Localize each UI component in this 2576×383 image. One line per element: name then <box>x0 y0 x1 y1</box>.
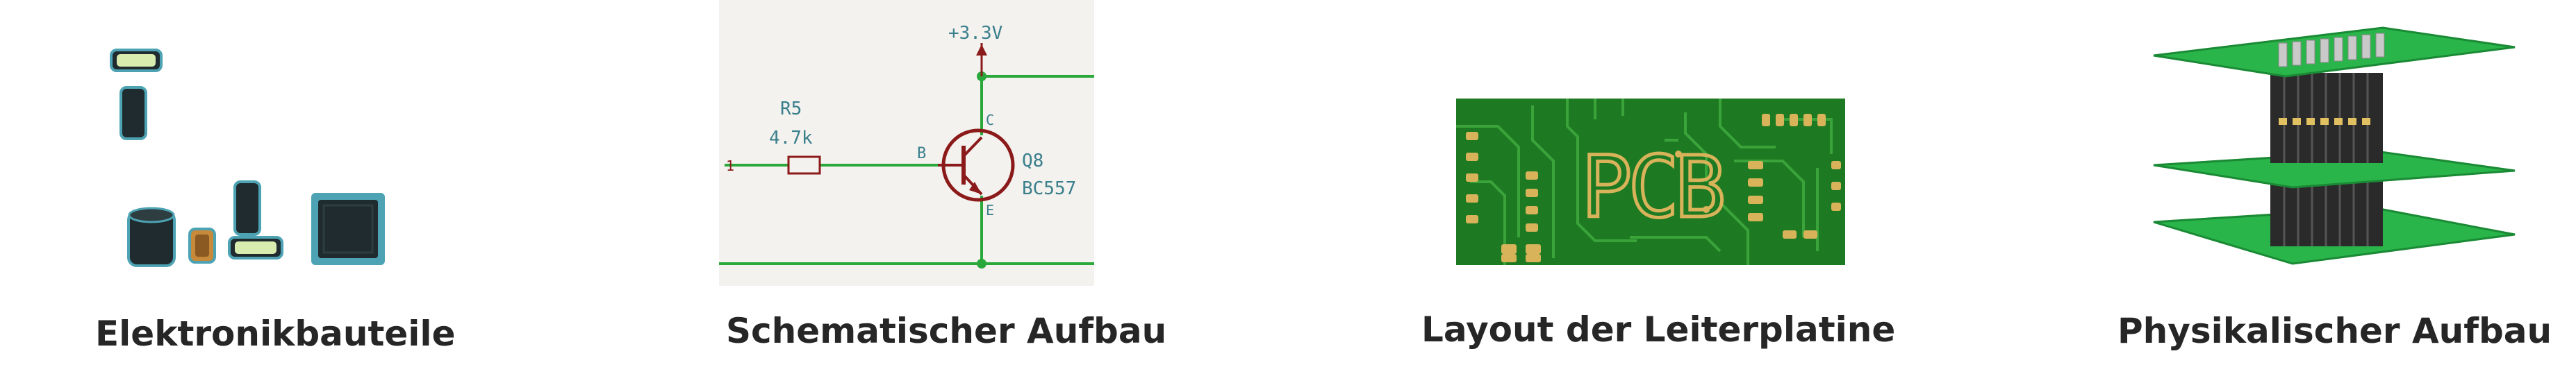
panel-physical: Physikalischer Aufbau <box>2098 0 2576 383</box>
capacitor-large <box>127 207 176 267</box>
schematic-background <box>719 0 1094 286</box>
pin-base-label: B <box>917 145 926 162</box>
pin-tips <box>2278 33 2385 67</box>
supply-arrow <box>976 44 987 56</box>
resistor-value: 4.7k <box>769 128 813 148</box>
junction-bottom <box>977 259 986 269</box>
pcb-board-text: PCB <box>1581 138 1722 237</box>
net-label: 1 <box>726 158 734 174</box>
resistor-symbol <box>787 155 821 175</box>
pin-header-lower <box>2270 177 2383 246</box>
pcb-pads <box>1466 114 1841 262</box>
caption-schematic: Schematischer Aufbau <box>726 311 1167 351</box>
caption-physical: Physikalischer Aufbau <box>2117 311 2552 351</box>
pin-solder <box>2279 118 2370 125</box>
smd-resistor-bottom <box>228 236 283 259</box>
pcb-illustration: PCB <box>1456 99 1845 265</box>
ceramic-capacitor <box>188 228 216 264</box>
transistor-symbol <box>938 128 1015 202</box>
capacitor-small <box>233 180 261 236</box>
smd-resistor-top <box>110 49 163 72</box>
electrolytic-capacitor-tall <box>119 86 147 140</box>
transistor-part: BC557 <box>1022 178 1076 199</box>
pcb-traces <box>1456 99 1833 265</box>
resistor-ref: R5 <box>780 99 802 119</box>
panel-pcb: PCB <box>1417 0 1904 383</box>
caption-components: Elektronikbauteile <box>95 314 456 354</box>
schematic-illustration: +3.3V R5 4.7k 1 B C E Q8 BC557 <box>719 0 1094 286</box>
transistor-ref: Q8 <box>1022 151 1043 171</box>
panel-schematic: +3.3V R5 4.7k 1 B C E Q8 BC557 Schematis… <box>719 0 1344 383</box>
components-illustration <box>110 49 385 267</box>
pcb-text-group: PCB <box>1580 137 1728 239</box>
caption-pcb: Layout der Leiterplatine <box>1421 309 1896 350</box>
supply-label: +3.3V <box>948 23 1002 44</box>
ic-chip <box>311 193 385 265</box>
pin-emitter-label: E <box>986 202 994 219</box>
schematic-wires <box>719 75 1094 265</box>
panel-components: Elektronikbauteile <box>0 0 625 383</box>
physical-illustration <box>2153 26 2516 265</box>
pin-collector-label: C <box>986 112 994 128</box>
